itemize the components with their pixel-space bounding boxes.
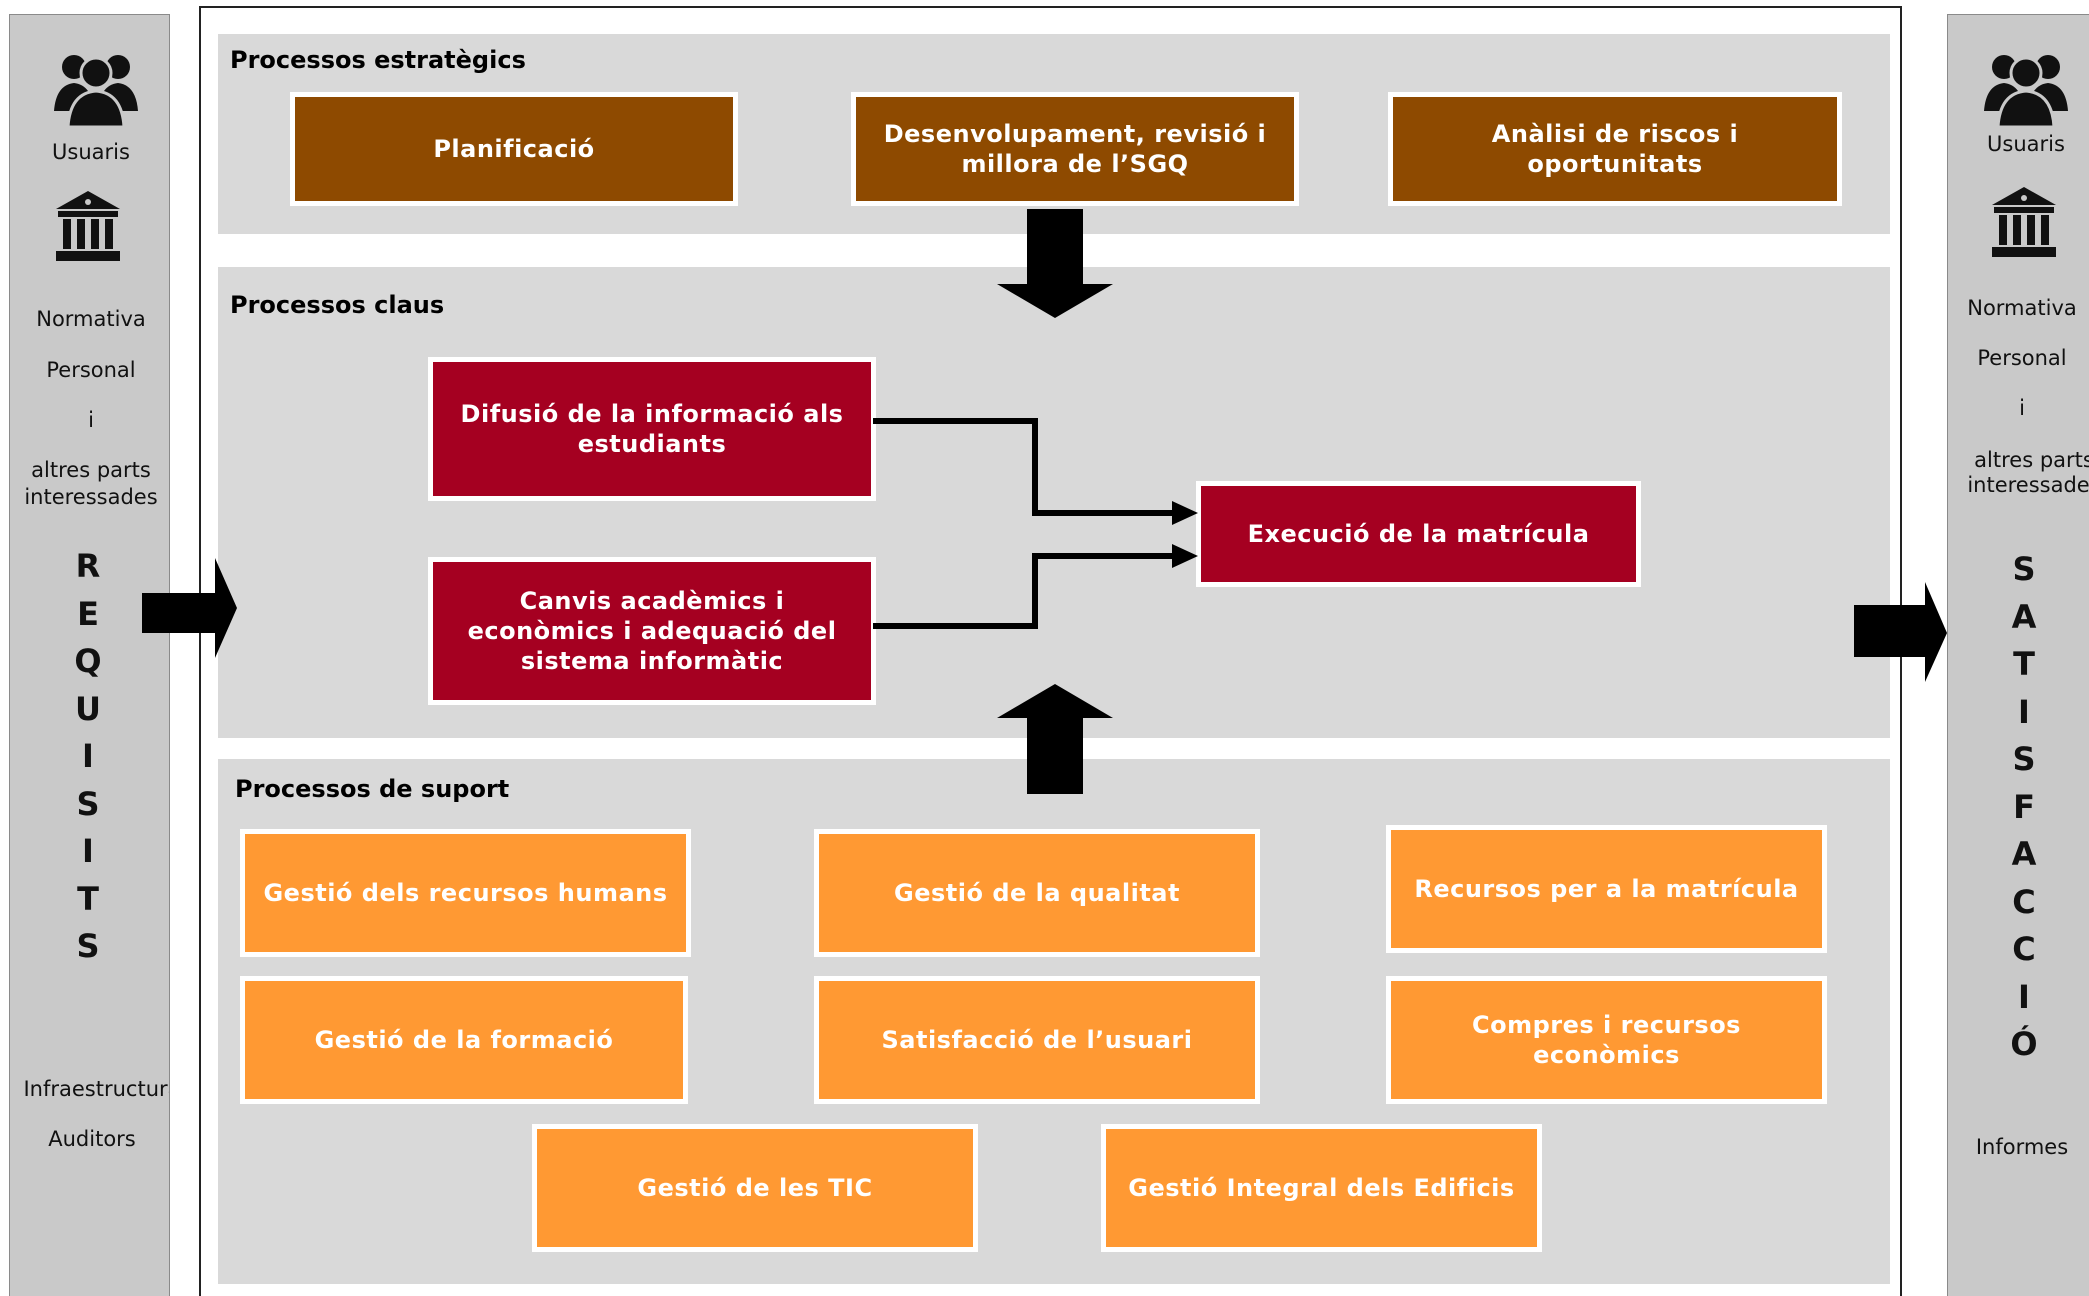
informes-label: Informes <box>1975 1135 2069 1159</box>
vertical-letter: Ó <box>2010 1025 2038 1063</box>
support-box-qualitat: Gestió de la qualitat <box>814 829 1260 957</box>
users-label: Usuaris <box>1987 132 2065 156</box>
users-icon <box>1984 55 2068 129</box>
vertical-letter: F <box>2013 787 2035 826</box>
connector-canvis-execucio <box>873 544 1198 629</box>
institution-icon <box>1992 187 2056 257</box>
personal-label: Personal <box>1977 346 2067 370</box>
strategic-section: Processos estratègics Planificació Desen… <box>218 34 1890 234</box>
vertical-letter: I <box>2018 692 2030 731</box>
support-box-edificis: Gestió Integral dels Edificis <box>1101 1124 1542 1252</box>
key-title: Processos claus <box>230 291 445 319</box>
vertical-letter: U <box>75 689 101 728</box>
vertical-letter: R <box>75 547 101 585</box>
key-box-canvis: Canvis acadèmics i econòmics i adequació… <box>428 557 876 705</box>
vertical-letter: C <box>2012 882 2036 921</box>
vertical-letter: T <box>77 879 99 918</box>
i-label: i <box>88 408 94 432</box>
support-box-recursos-humans: Gestió dels recursos humans <box>240 829 691 957</box>
vertical-letter: C <box>2012 930 2036 968</box>
support-box-formacio: Gestió de la formació <box>240 976 688 1104</box>
personal-label: Personal <box>46 358 136 382</box>
arrow-up-icon <box>997 684 1113 794</box>
support-title: Processos de suport <box>235 775 510 803</box>
vertical-letter: I <box>82 737 94 775</box>
auditors-label: Auditors <box>48 1127 136 1151</box>
interessades-label: interessades <box>1967 473 2089 497</box>
strategic-box-riscos: Anàlisi de riscos i oportunitats <box>1388 92 1842 206</box>
users-icon <box>54 55 138 129</box>
vertical-letter: S <box>76 927 100 965</box>
strategic-box-sgq: Desenvolupament, revisió i millora de l’… <box>851 92 1299 206</box>
interessades-label: interessades <box>24 485 158 509</box>
support-box-satisfaccio: Satisfacció de l’usuari <box>814 976 1260 1104</box>
arrow-down-icon <box>997 209 1113 318</box>
support-section: Processos de suport Gestió dels recursos… <box>218 759 1890 1284</box>
altres-label: altres parts <box>31 458 151 482</box>
strategic-title: Processos estratègics <box>230 46 526 74</box>
vertical-letter: T <box>2013 645 2035 683</box>
key-box-execucio: Execució de la matrícula <box>1196 481 1641 587</box>
connector-difusio-execucio <box>873 418 1198 525</box>
altres-label: altres parts <box>1974 448 2089 472</box>
vertical-letter: E <box>77 594 99 633</box>
infraestructura-label: Infraestructura <box>23 1077 170 1101</box>
vertical-letter: S <box>2012 550 2036 588</box>
vertical-letter: A <box>2011 835 2037 873</box>
arrow-right-icon <box>1854 582 1947 682</box>
vertical-letter: S <box>2012 740 2036 778</box>
support-box-recursos-matricula: Recursos per a la matrícula <box>1386 825 1827 953</box>
right-sidebar: Usuaris Normativa Personal i altres part… <box>1947 14 2089 1296</box>
vertical-letter: S <box>76 784 100 823</box>
arrow-right-icon <box>142 558 237 658</box>
users-label: Usuaris <box>52 140 130 164</box>
normativa-label: Normativa <box>36 307 146 331</box>
support-box-compres: Compres i recursos econòmics <box>1386 976 1827 1104</box>
strategic-box-planificacio: Planificació <box>290 92 738 206</box>
key-section: Processos claus Difusió de la informació… <box>218 267 1890 738</box>
institution-icon <box>56 191 120 261</box>
key-box-difusio: Difusió de la informació als estudiants <box>428 357 876 501</box>
left-sidebar: Usuaris Normativa Personal i altres part… <box>9 14 170 1296</box>
i-label: i <box>2019 396 2025 420</box>
vertical-letter: A <box>2011 597 2037 636</box>
vertical-letter: Q <box>74 642 102 680</box>
support-box-tic: Gestió de les TIC <box>532 1124 978 1252</box>
vertical-letter: I <box>2018 977 2030 1016</box>
vertical-letter: I <box>82 832 94 870</box>
normativa-label: Normativa <box>1967 296 2077 320</box>
